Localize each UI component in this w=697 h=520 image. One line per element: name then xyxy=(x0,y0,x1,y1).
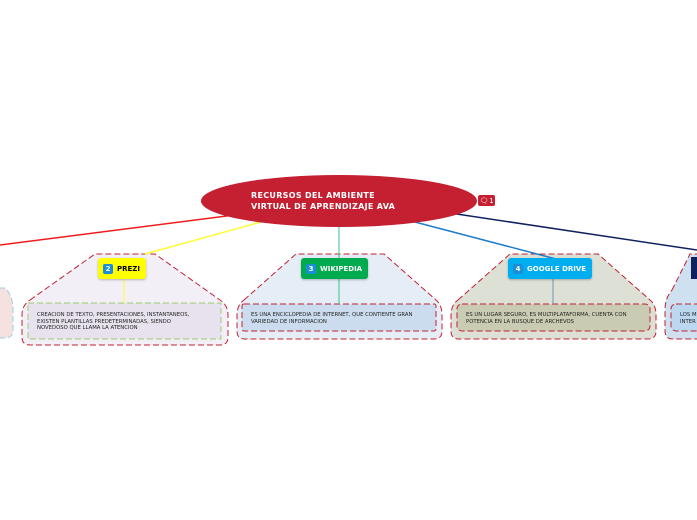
prezi-desc-box xyxy=(27,302,222,340)
desc-line: CREACION DE TEXTO, PRESENTACIONES, INSTA… xyxy=(37,312,190,318)
topic-prezi[interactable]: 2 PREZI xyxy=(98,258,146,279)
boundary-left-partial xyxy=(0,287,14,339)
central-topic[interactable]: RECURSOS DEL AMBIENTE VIRTUAL DE APRENDIZ… xyxy=(201,175,477,227)
comment-icon: 🗨 xyxy=(479,196,489,205)
topic-google-drive[interactable]: 4 GOOGLE DRIVE xyxy=(508,258,593,279)
desc-line: INTER xyxy=(680,318,696,325)
number-badge: 2 xyxy=(103,263,113,274)
desc-line: EXISTEN PLANTILLAS PREDETERMINADAS, SIEN… xyxy=(37,318,171,325)
central-title-line2: VIRTUAL DE APRENDIZAJE AVA xyxy=(251,202,396,211)
number-badge: 3 xyxy=(306,263,316,274)
topic-label: WIKIPEDIA xyxy=(320,264,363,273)
desc-line: VARIEDAD DE INFORMACION xyxy=(251,318,327,325)
drive-description[interactable]: ES UN LUGAR SEGURO, ES MULTIPLATAFORMA, … xyxy=(466,312,627,325)
wikipedia-description[interactable]: ES UNA ENCICLOPEDIA DE INTERNET, QUE CON… xyxy=(251,312,412,325)
topic-label: GOOGLE DRIVE xyxy=(527,264,587,273)
desc-line: NOVEDOSO QUE LLAMA LA ATENCION xyxy=(37,325,138,332)
number-badge: 4 xyxy=(513,263,523,274)
desc-line: POTENCIA EN LA BUSQUE DE ARCHEVOS xyxy=(466,318,575,325)
topic-label: PREZI xyxy=(117,264,140,273)
central-title-line1: RECURSOS DEL AMBIENTE xyxy=(251,191,375,200)
right-desc-box xyxy=(670,303,697,332)
prezi-description[interactable]: CREACION DE TEXTO, PRESENTACIONES, INSTA… xyxy=(37,312,189,332)
topic-wikipedia[interactable]: 3 WIKIPEDIA xyxy=(301,258,369,279)
desc-line: ES UN LUGAR SEGURO, ES MULTIPLATAFORMA, … xyxy=(466,312,627,318)
comment-badge[interactable]: 🗨1 xyxy=(478,195,495,206)
desc-line: ES UNA ENCICLOPEDIA DE INTERNET, QUE CON… xyxy=(251,312,413,318)
desc-line: LOS M xyxy=(680,312,697,318)
comment-count: 1 xyxy=(489,196,494,205)
